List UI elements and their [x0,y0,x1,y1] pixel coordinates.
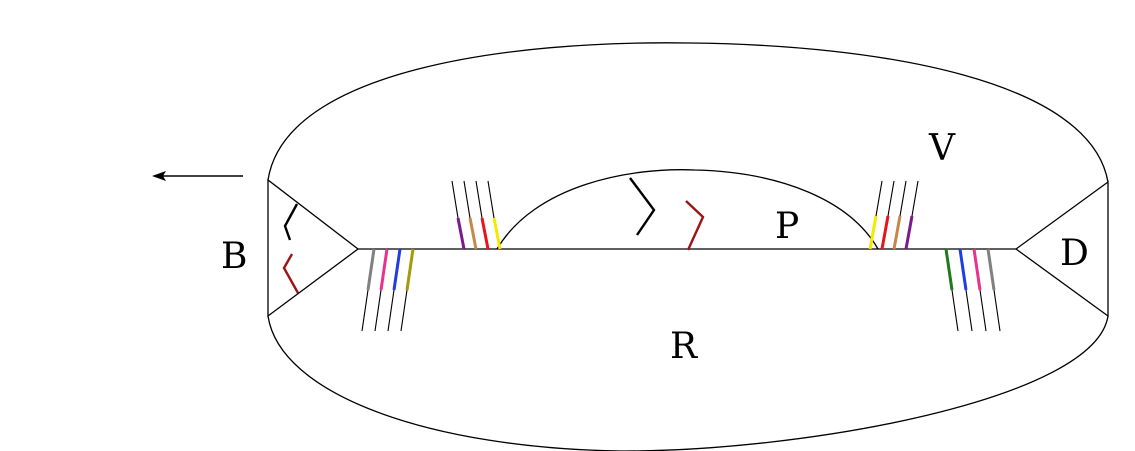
label-R: R [670,326,698,367]
mark-p-black [629,177,656,236]
strand-purple-segment [904,215,914,250]
strand-purple-segment [456,217,466,250]
strand-blue-segment [958,248,968,291]
strand-olive-segment [405,248,415,291]
strands-upper-right [868,180,919,250]
strand-black-segment [400,289,408,332]
strand-tan-segment [892,215,902,250]
strand-green-segment [944,248,954,291]
strand-tan-segment [468,217,478,250]
strand-black-segment [387,289,395,332]
left-arrow-icon [152,171,243,181]
outer-top-arc [267,42,1109,183]
mark-p-darkred [685,200,705,251]
label-V: V [928,128,956,169]
strands-upper-left [451,180,502,250]
strands-lower-left [361,248,415,332]
strand-yellow-segment [868,215,878,250]
marks-B-region [282,203,300,294]
strand-black-segment [979,289,987,332]
strand-black-segment [887,180,895,217]
strand-black-segment [475,180,483,219]
strand-black-segment [451,180,459,219]
label-B: B [221,236,247,277]
strand-black-segment [361,289,369,332]
strand-red-segment [480,217,490,250]
label-P: P [775,206,799,247]
strand-black-segment [993,289,1001,332]
strand-blue-segment [392,248,402,291]
mark-b-black [283,203,299,241]
triangle-B [267,178,360,318]
label-D: D [1060,233,1089,274]
strand-red-segment [880,215,890,250]
strand-black-segment [951,289,959,332]
strand-magenta-segment [972,248,982,291]
strand-magenta-segment [379,248,389,291]
strand-black-segment [463,180,471,219]
strand-black-segment [487,180,495,219]
strand-gray-segment [366,248,376,291]
strand-black-segment [374,289,382,332]
strand-yellow-segment [492,217,502,250]
strand-black-segment [911,180,919,217]
strand-black-segment [899,180,907,217]
triangle-D [1014,180,1109,318]
mark-b-darkred [282,253,300,294]
strands-lower-right [944,248,1001,332]
strand-gray-segment [986,248,996,291]
marks-P-region [629,177,705,251]
inner-arc-P [496,169,879,250]
strand-black-segment [965,289,973,332]
strand-black-segment [875,180,883,217]
